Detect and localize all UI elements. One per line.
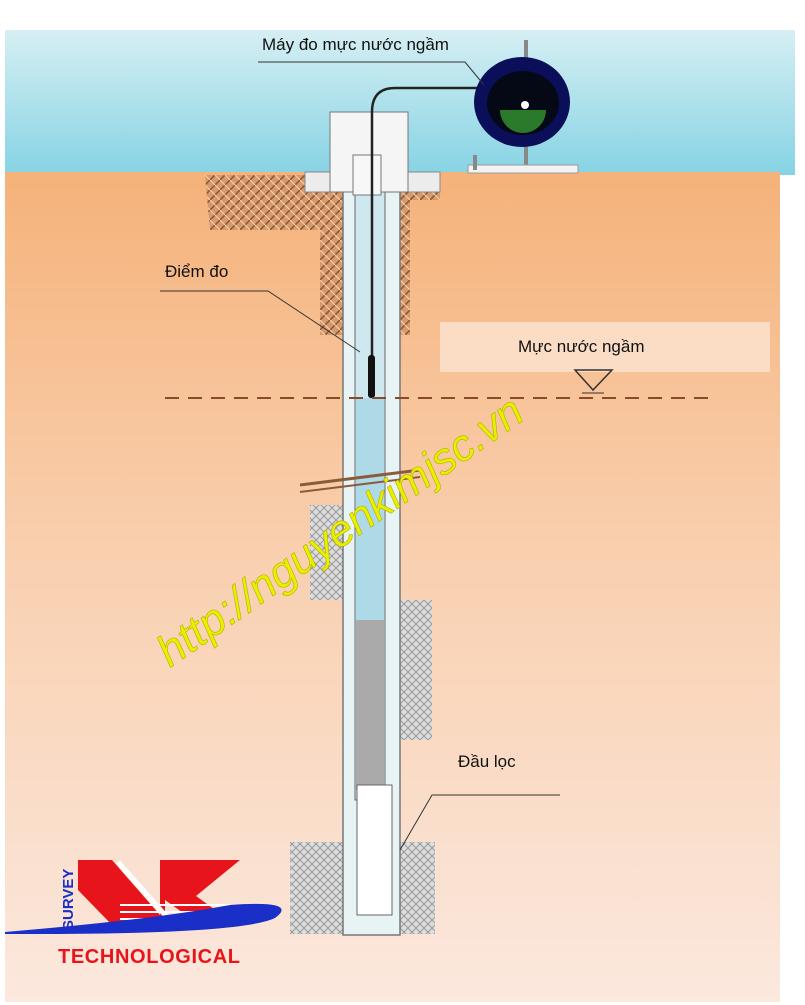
water-level-triangle bbox=[573, 369, 614, 392]
sediment bbox=[356, 620, 384, 790]
filter-head-label: Đầu lọc bbox=[458, 752, 516, 771]
backfill-patch bbox=[400, 600, 432, 740]
filter-head bbox=[356, 784, 393, 916]
water-level-label: Mực nước ngầm bbox=[518, 337, 645, 356]
meter-label: Máy đo mực nước ngầm bbox=[262, 35, 449, 54]
company-logo: SURVEY TECHNOLOGICAL bbox=[5, 860, 282, 968]
water-column bbox=[356, 398, 384, 623]
logo-survey: SURVEY bbox=[60, 869, 77, 930]
probe bbox=[368, 355, 375, 398]
reel-meter bbox=[467, 40, 579, 174]
logo-name: TECHNOLOGICAL bbox=[58, 946, 240, 968]
backfill-patch bbox=[310, 505, 345, 600]
measure-point-label: Điểm đo bbox=[165, 262, 228, 281]
probe-cable bbox=[370, 86, 484, 360]
